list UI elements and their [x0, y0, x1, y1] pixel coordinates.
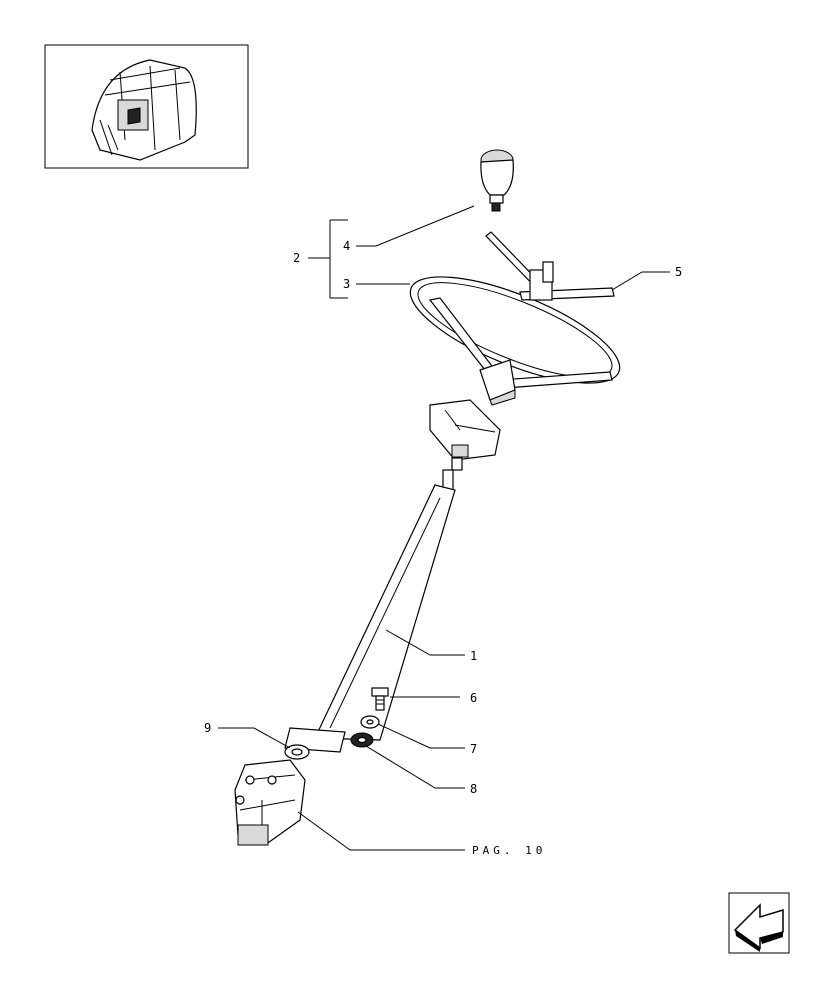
leader-lines: [218, 205, 670, 851]
steering-unit: [234, 759, 306, 846]
callout-6: 6: [470, 691, 477, 705]
washer-9: [284, 744, 310, 760]
callout-7: 7: [470, 742, 477, 756]
callout-4: 4: [343, 239, 350, 253]
tractor-cab-icon: [91, 59, 197, 161]
steering-column: [284, 469, 456, 753]
back-arrow-button[interactable]: [728, 892, 790, 954]
steering-wheel: [409, 276, 621, 406]
hub-block: [429, 399, 501, 471]
bolt: [371, 687, 389, 711]
gear-knob: [480, 149, 514, 212]
callout-5: 5: [675, 265, 682, 279]
cab-thumbnail: [44, 44, 249, 169]
nut-8: [350, 732, 374, 748]
page-reference: PAG. 10: [472, 844, 546, 857]
washer-7: [360, 715, 380, 729]
callout-8: 8: [470, 782, 477, 796]
callout-3: 3: [343, 277, 350, 291]
back-arrow-icon: [733, 903, 784, 952]
column-cover: [485, 231, 615, 301]
callout-9: 9: [204, 721, 211, 735]
callout-1: 1: [470, 649, 477, 663]
callout-2: 2: [293, 251, 300, 265]
